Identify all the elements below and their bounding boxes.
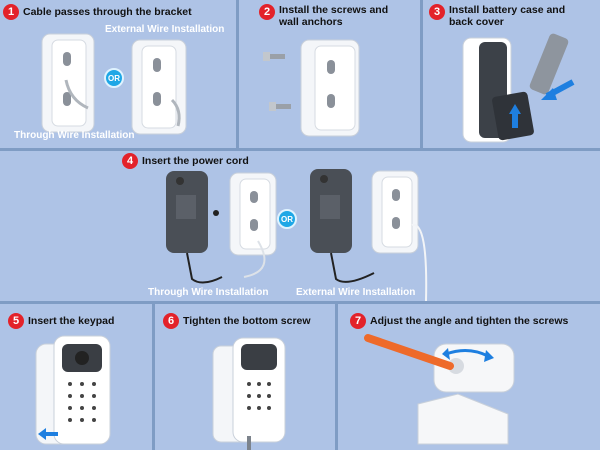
panel-step-1: 1 Cable passes through the bracket Exter… [0,0,236,148]
step-title: Install the screws and wall anchors [279,4,388,28]
rotate-arrow [445,349,489,358]
step-title-line-2: wall anchors [279,16,343,28]
wall-anchor-top [263,52,285,61]
step-badge: 4 [122,153,138,169]
or-badge: OR [277,209,297,229]
step-5-header: 5 Insert the keypad [8,313,114,329]
panel-step-2: 2 Install the screws and wall anchors [239,0,420,148]
panel-step-4: 4 Insert the power cord OR Thr [0,151,600,301]
through-wire-label: Through Wire Installation [14,130,135,141]
step-badge: 7 [350,313,366,329]
angle-adjust-illustration [364,334,515,445]
step-title-line-1: Install battery case and [449,4,566,16]
panel-step-6: 6 Tighten the bottom screw [155,304,335,450]
power-cord-illustrations [166,169,428,301]
step-title: Cable passes through the bracket [23,6,192,18]
step-badge: 1 [3,4,19,20]
screws-illustration [263,39,360,137]
step-badge: 3 [429,4,445,20]
step-4-header: 4 Insert the power cord [122,153,249,169]
panel-step-5: 5 Insert the keypad [0,304,152,450]
angle-bracket [433,343,515,393]
step-title-line-2: back cover [449,16,504,28]
bracket-through-wire [41,33,95,133]
external-wire-label: External Wire Installation [296,287,416,298]
keypad-illustration [35,335,111,445]
step-badge: 6 [163,313,179,329]
step-badge: 5 [8,313,24,329]
step-title-line-1: Install the screws and [279,4,389,16]
bracket-illustrations [41,33,187,135]
battery-illustration [462,33,575,143]
or-badge: OR [104,68,124,88]
wall-anchor-bottom [269,102,291,111]
step-2-header: 2 Install the screws and wall anchors [259,4,388,28]
through-wire-setup [166,171,277,284]
step-6-header: 6 Tighten the bottom screw [163,313,311,329]
screwdriver [247,436,251,450]
step-3-header: 3 Install battery case and back cover [429,4,565,28]
back-cover [529,33,569,95]
keypad-keys [68,382,96,422]
step-title: Tighten the bottom screw [183,315,311,327]
step-title: Insert the keypad [28,315,115,327]
external-wire-label: External Wire Installation [105,24,225,35]
mount-base [417,393,509,445]
step-title: Install battery case and back cover [449,4,565,28]
bracket-external-wire [131,39,187,135]
bottom-screw-illustration [212,337,286,450]
through-wire-label: Through Wire Installation [148,287,269,298]
panel-step-7: 7 Adjust the angle and tighten the screw… [338,304,600,450]
step-title: Adjust the angle and tighten the screws [370,315,569,327]
step-7-header: 7 Adjust the angle and tighten the screw… [350,313,568,329]
external-wire-setup [310,169,428,301]
panel-step-3: 3 Install battery case and back cover [423,0,600,148]
step-badge: 2 [259,4,275,20]
step-1-header: 1 Cable passes through the bracket [3,4,192,20]
screwdriver-orange [364,334,454,370]
step-title: Insert the power cord [142,155,249,167]
